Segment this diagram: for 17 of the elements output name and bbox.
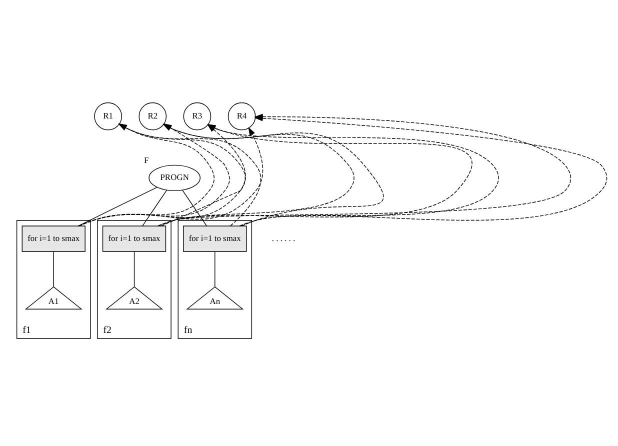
- node-ellipse: PROGN: [148, 164, 200, 191]
- node-box: for i=1 to smax: [183, 225, 247, 252]
- node-circle: R1: [94, 102, 122, 130]
- node-box: for i=1 to smax: [22, 225, 86, 252]
- node-circle: R2: [138, 102, 167, 130]
- connector: [134, 250, 135, 287]
- arrow: [239, 114, 608, 226]
- node-circle: R3: [183, 102, 212, 130]
- connector: [142, 189, 168, 226]
- label: . . . . . .: [272, 232, 296, 242]
- connector: [78, 186, 158, 226]
- node-label: F: [144, 154, 149, 164]
- node-box: for i=1 to smax: [102, 225, 166, 252]
- connector: [53, 250, 54, 287]
- connector: [182, 189, 208, 226]
- connector: [214, 250, 216, 287]
- node-circle: R4: [228, 102, 256, 130]
